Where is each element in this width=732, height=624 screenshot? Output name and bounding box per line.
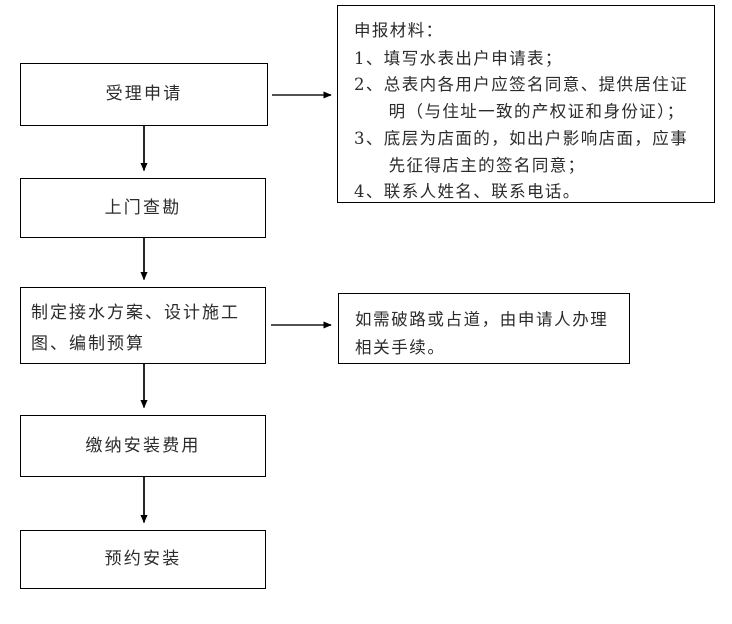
note-list-item: 4、联系人姓名、联系电话。: [354, 182, 581, 202]
note-list-item: 3、底层为店面的，如出户影响店面，应事先征得店主的签名同意；: [354, 128, 689, 175]
note-required-materials: 申报材料： 1、填写水表出户申请表； 2、总表内各用户应签名同意、提供居住证明（…: [337, 5, 715, 203]
flow-node-label: 上门查勘: [104, 197, 182, 218]
note-roadwork-permit: 如需破路或占道，由申请人办理相关手续。: [338, 293, 630, 364]
note-roadwork-text: 如需破路或占道，由申请人办理相关手续。: [355, 310, 609, 357]
flow-node-design-plan[interactable]: 制定接水方案、设计施工图、编制预算: [20, 287, 266, 364]
flow-node-site-survey[interactable]: 上门查勘: [20, 178, 266, 238]
flow-node-label: 缴纳安装费用: [85, 435, 201, 456]
note-list-item: 1、填写水表出户申请表；: [354, 48, 563, 68]
flow-node-accept-application[interactable]: 受理申请: [20, 63, 268, 126]
note-material-list: 1、填写水表出户申请表； 2、总表内各用户应签名同意、提供居住证明（与住址一致的…: [354, 46, 700, 206]
flow-node-label: 受理申请: [105, 84, 183, 105]
note-heading: 申报材料：: [354, 21, 444, 40]
flow-node-label: 预约安装: [104, 549, 182, 570]
flow-node-pay-installation-fee[interactable]: 缴纳安装费用: [20, 415, 266, 477]
flow-node-label: 制定接水方案、设计施工图、编制预算: [31, 303, 240, 355]
flow-node-schedule-installation[interactable]: 预约安装: [20, 530, 266, 589]
note-list-item: 2、总表内各用户应签名同意、提供居住证明（与住址一致的产权证和身份证）；: [354, 75, 689, 122]
